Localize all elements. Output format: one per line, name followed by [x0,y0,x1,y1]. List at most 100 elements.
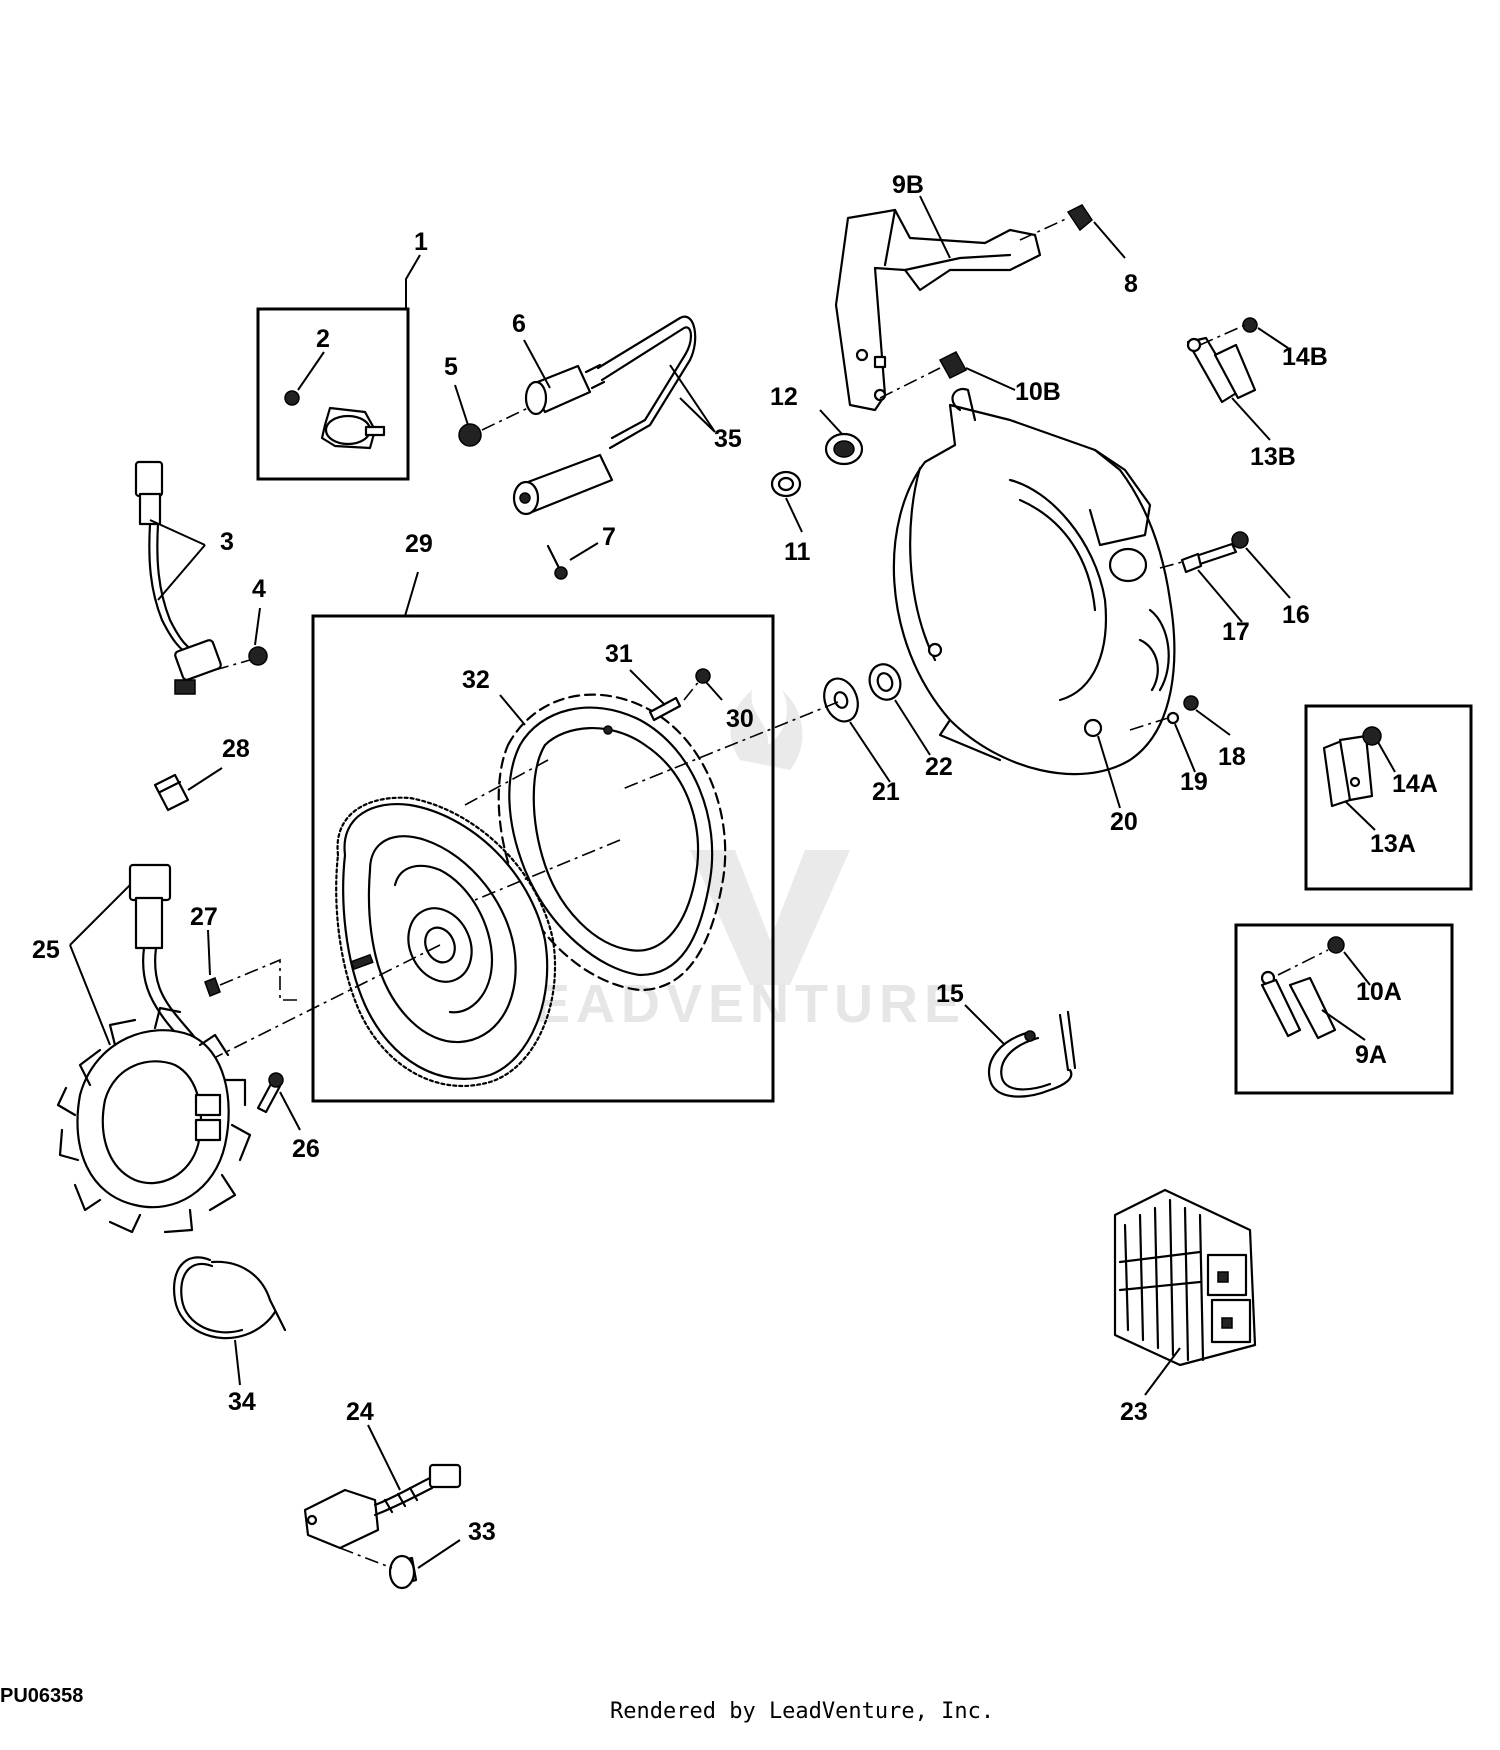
callout-33: 33 [468,1518,496,1546]
flywheel-nut-drawing [823,663,902,723]
callout-6: 6 [512,310,526,338]
render-credit: Rendered by LeadVenture, Inc. [610,1699,994,1724]
leader-10a [1343,951,1371,986]
leader-27 [207,929,211,976]
leader-34 [234,1339,241,1386]
callout-21: 21 [872,778,900,806]
leader-31 [629,669,666,706]
leader-10b [965,367,1016,391]
leader-30 [705,681,723,701]
callout-34: 34 [228,1388,256,1416]
tie-strap-34-drawing [172,1256,287,1340]
spring-pin-drawing [648,668,711,722]
callout-17: 17 [1222,618,1250,646]
clip-9a-drawing [1260,936,1345,1040]
axis-33 [339,1547,393,1569]
clip-13b-drawing [1186,317,1258,404]
flywheel-drawing [335,796,557,1087]
leader-18 [1195,709,1231,736]
leader-19 [1174,723,1196,773]
leader-12 [819,409,843,435]
watermark-text: LEADVENTURE [495,974,966,1034]
callout-35: 35 [714,425,742,453]
callout-16: 16 [1282,601,1310,629]
callout-8: 8 [1124,270,1138,298]
callout-4: 4 [252,575,266,603]
axis-27 [219,958,300,1001]
leader-14b [1257,327,1289,349]
callout-32: 32 [462,666,490,694]
callout-labels: 1 2 3 4 5 6 7 8 9B 10B 11 12 13B 14B 15 … [32,171,1438,1546]
leader-14a [1377,741,1396,773]
callout-10a: 10A [1356,978,1402,1006]
callout-2: 2 [316,325,330,353]
pressure-switch-drawing [284,390,386,450]
leader-2 [297,351,325,391]
leader-23 [1144,1347,1181,1396]
callout-25: 25 [32,936,60,964]
axis-8 [1019,217,1069,241]
kit-box-9a [1234,923,1454,1095]
callout-14a: 14A [1392,770,1438,798]
callout-10b: 10B [1015,378,1061,406]
leader-16 [1245,547,1291,599]
leader-17 [1197,569,1243,623]
leader-20 [1097,735,1121,809]
leader-4 [254,607,261,646]
callout-9a: 9A [1355,1041,1387,1069]
leader-15 [964,1004,1006,1046]
callout-15: 15 [936,980,964,1008]
axis-31 [683,679,701,701]
callout-29: 29 [405,530,433,558]
leader-3 [149,519,206,601]
callout-5: 5 [444,353,458,381]
callout-14b: 14B [1282,343,1328,371]
leader-5 [454,384,469,426]
callout-27: 27 [190,903,218,931]
leader-13b [1231,397,1271,441]
leader-35 [669,364,716,433]
leader-6 [523,339,551,389]
leader-26 [279,1091,301,1131]
axis-flywheel [464,759,549,806]
callout-9b: 9B [892,171,924,199]
callout-22: 22 [925,753,953,781]
callout-31: 31 [605,640,633,668]
kit-box-13a [1304,704,1473,891]
leader-24 [367,1424,401,1491]
leader-9b [919,195,951,259]
axis-4 [214,659,251,671]
callout-23: 23 [1120,1398,1148,1426]
leader-1 [405,254,421,309]
axis-10b [879,367,941,399]
axis-18 [1129,717,1169,731]
callout-26: 26 [292,1135,320,1163]
watermark-logo [690,690,850,985]
callout-18: 18 [1218,743,1246,771]
leader-13a [1345,801,1376,831]
sensor-harness-drawing [134,460,268,695]
diode-harness-24-drawing [303,1463,462,1590]
axis-main [209,701,839,1061]
callout-7: 7 [602,523,616,551]
callout-28: 28 [222,735,250,763]
callout-11: 11 [784,538,811,566]
bracket-9b-drawing [834,204,1093,412]
leader-8 [1093,221,1126,259]
axis-5 [481,407,529,431]
ground-grommet-drawing [770,432,864,498]
callout-24: 24 [346,1398,374,1426]
callout-13b: 13B [1250,443,1296,471]
leader-28 [187,767,223,791]
kit-box-1 [256,307,410,481]
callout-20: 20 [1110,808,1138,836]
leader-32 [499,694,526,726]
callout-12: 12 [770,383,798,411]
leader-33 [417,1539,461,1569]
axis-10a [1277,949,1329,976]
leader-29 [404,571,419,617]
ignition-coil-drawing [458,315,697,580]
callout-19: 19 [1180,768,1208,796]
callout-1: 1 [414,228,428,256]
